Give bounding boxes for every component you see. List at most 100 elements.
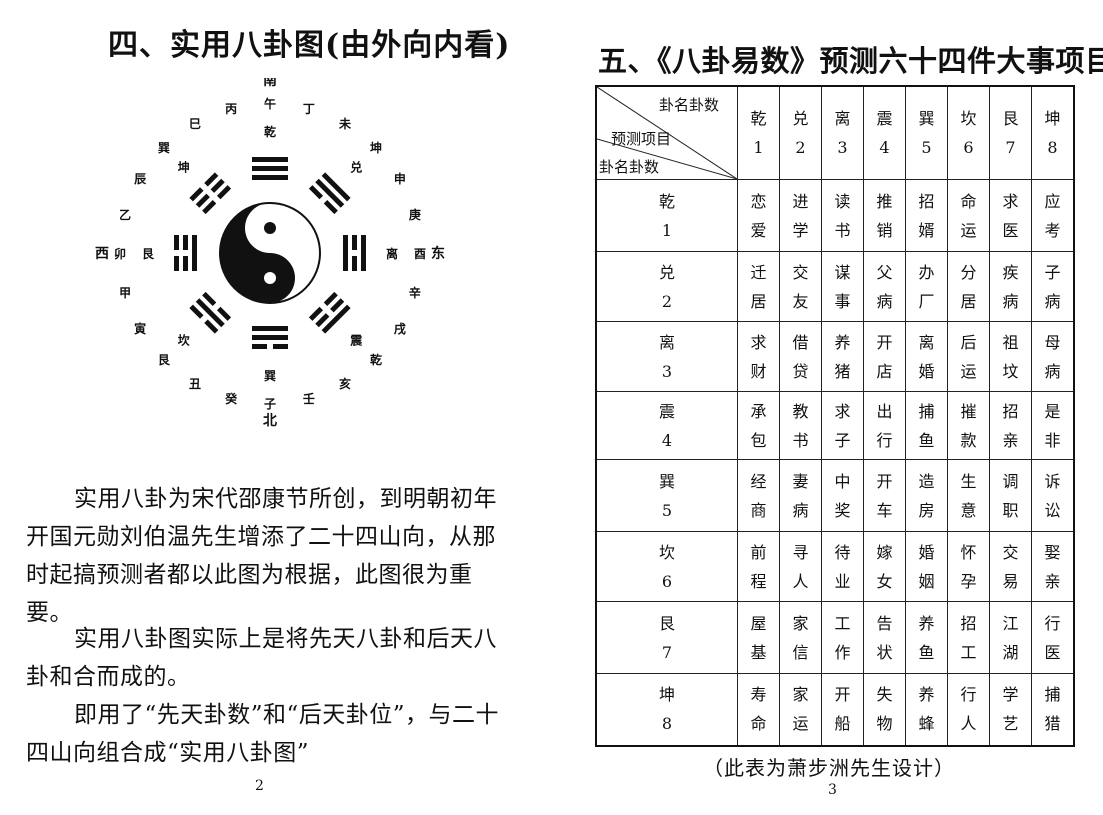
- table-cell: 开 车: [863, 459, 906, 532]
- left-page: 四、实用八卦图(由外向内看) 乾兑离震巽坎艮坤子癸丑艮寅甲卯乙辰巽巳丙午丁未坤申…: [0, 0, 540, 815]
- trigram-icon: [189, 291, 232, 334]
- mountain-label: 亥: [339, 376, 351, 391]
- paragraph-1: 实用八卦为宋代邵康节所创，到明朝初年开国元勋刘伯温先生增添了二十四山向，从那时起…: [26, 486, 497, 626]
- table-cell: 寻 人: [779, 531, 822, 602]
- table-cell: 招 婿: [905, 179, 948, 252]
- mountain-label: 丁: [303, 102, 315, 116]
- mountain-label: 壬: [303, 391, 315, 406]
- table-cell: 子 病: [1031, 251, 1075, 322]
- table-cell: 应 考: [1031, 179, 1075, 252]
- page-number-left: 2: [255, 778, 264, 794]
- table-cell: 招 亲: [989, 391, 1032, 460]
- mountain-label: 酉: [414, 247, 426, 261]
- table-cell: 养 猪: [821, 321, 864, 392]
- mountain-label: 甲: [119, 286, 131, 300]
- table-cell: 疾 病: [989, 251, 1032, 322]
- table-cell: 江 湖: [989, 601, 1032, 674]
- trigram-label: 乾: [264, 124, 276, 139]
- mountain-label: 卯: [114, 246, 126, 261]
- mountain-label: 癸: [224, 391, 238, 406]
- mountain-label: 辰: [134, 172, 146, 186]
- table-cell: 待 业: [821, 531, 864, 602]
- mountain-label: 子: [264, 397, 276, 411]
- direction-label: 北: [263, 413, 277, 428]
- table-cell: 迁 居: [737, 251, 780, 322]
- table-cell: 离 婚: [905, 321, 948, 392]
- corner-label-middle: 预测项目: [611, 130, 672, 148]
- mountain-label: 戌: [394, 321, 406, 336]
- trigram-icon: [174, 235, 197, 271]
- trigram-icon: [308, 291, 351, 334]
- table-cell: 捕 猎: [1031, 673, 1075, 746]
- trigram-label: 艮: [142, 247, 155, 261]
- table-cell: 求 医: [989, 179, 1032, 252]
- mountain-label: 申: [394, 171, 406, 186]
- mountain-label: 未: [338, 116, 351, 131]
- table-cell: 前 程: [737, 531, 780, 602]
- mountain-label: 乾: [370, 352, 382, 367]
- paragraph-2: 实用八卦图实际上是将先天八卦和后天八卦和合而成的。: [26, 626, 497, 690]
- table-cell: 求 子: [821, 391, 864, 460]
- table-cell: 家 信: [779, 601, 822, 674]
- corner-label-top: 卦名卦数: [659, 96, 720, 114]
- table-cell: 是 非: [1031, 391, 1075, 460]
- table-cell: 家 运: [779, 673, 822, 746]
- table-cell: 恋 爱: [737, 179, 780, 252]
- table-cell: 进 学: [779, 179, 822, 252]
- yin-half-icon: [220, 203, 295, 303]
- direction-label: 西: [95, 246, 109, 262]
- table-cell: 经 商: [737, 459, 780, 532]
- table-cell: 命 运: [947, 179, 990, 252]
- table-cell: 婚 姻: [905, 531, 948, 602]
- mountain-label: 丑: [189, 377, 201, 391]
- mountain-label: 艮: [158, 353, 171, 367]
- table-cell: 调 职: [989, 459, 1032, 532]
- table-cell: 父 病: [863, 251, 906, 322]
- corner-label-bottom: 卦名卦数: [599, 158, 660, 176]
- trigram-icon: [343, 235, 366, 271]
- table-cell: 怀 孕: [947, 531, 990, 602]
- table-cell: 求 财: [737, 321, 780, 392]
- left-page-title: 四、实用八卦图(由外向内看): [108, 28, 511, 63]
- direction-label: 南: [263, 78, 277, 89]
- table-cell: 谋 事: [821, 251, 864, 322]
- mountain-label: 巳: [189, 117, 201, 131]
- table-cell: 交 友: [779, 251, 822, 322]
- table-cell: 出 行: [863, 391, 906, 460]
- bagua-diagram: 乾兑离震巽坎艮坤子癸丑艮寅甲卯乙辰巽巳丙午丁未坤申庚酉辛戌乾亥壬南北东西: [95, 78, 445, 428]
- direction-label: 东: [431, 245, 445, 262]
- table-cell: 开 船: [821, 673, 864, 746]
- table-cell: 生 意: [947, 459, 990, 532]
- table-cell: 行 医: [1031, 601, 1075, 674]
- table-cell: 养 蜂: [905, 673, 948, 746]
- table-cell: 教 书: [779, 391, 822, 460]
- mountain-label: 寅: [134, 321, 146, 336]
- table-cell: 读 书: [821, 179, 864, 252]
- table-cell: 学 艺: [989, 673, 1032, 746]
- table-cell: 招 工: [947, 601, 990, 674]
- table-cell: 交 易: [989, 531, 1032, 602]
- table-caption: （此表为萧步洲先生设计）: [703, 756, 955, 780]
- table-cell: 开 店: [863, 321, 906, 392]
- table-cell: 屋 基: [737, 601, 780, 674]
- table-cell: 养 鱼: [905, 601, 948, 674]
- trigram-label: 巽: [264, 369, 276, 383]
- table-cell: 行 人: [947, 673, 990, 746]
- trigram-label: 震: [350, 333, 363, 347]
- table-cell: 承 包: [737, 391, 780, 460]
- table-corner-cell: 卦名卦数 预测项目 卦名卦数: [595, 85, 738, 180]
